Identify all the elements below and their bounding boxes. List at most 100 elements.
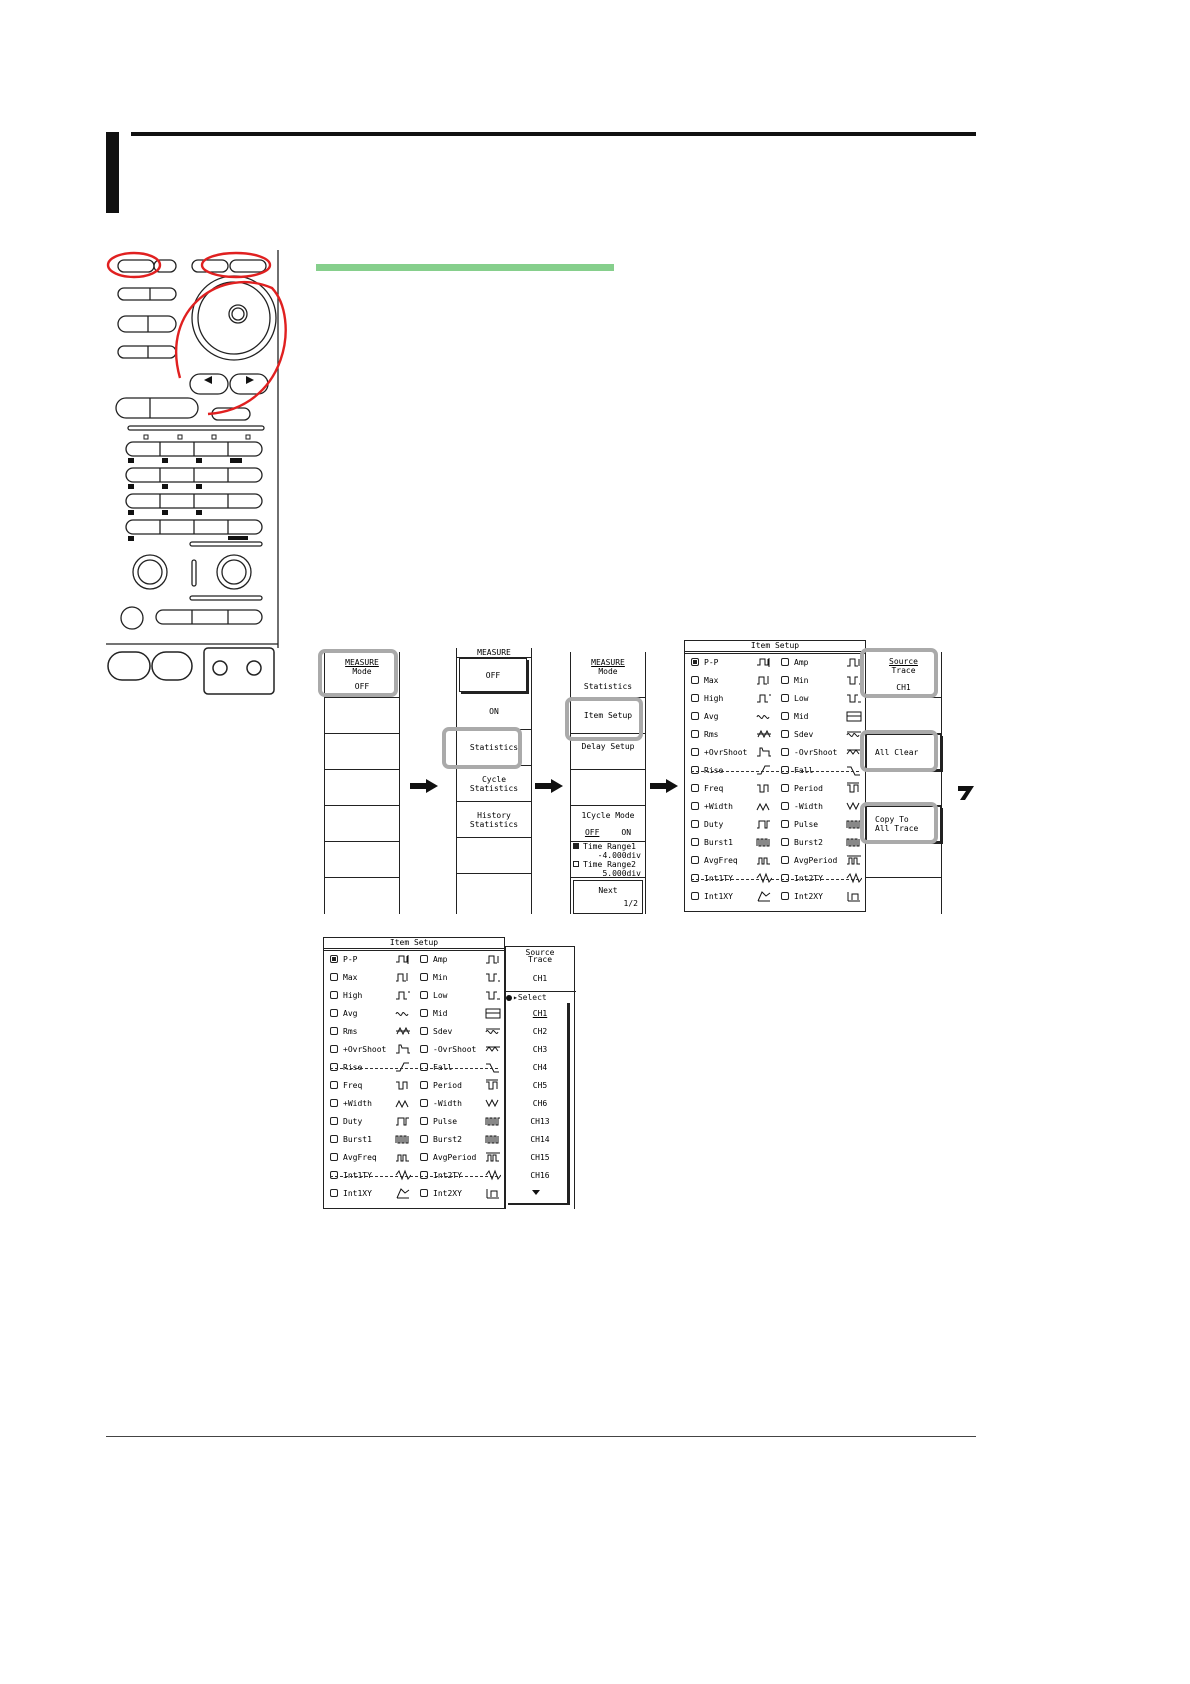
- measure-item-right[interactable]: Int2TY: [420, 1168, 501, 1182]
- item-checkbox[interactable]: [691, 658, 699, 666]
- item-checkbox[interactable]: [781, 892, 789, 900]
- measure-item-left[interactable]: Int1XY: [691, 889, 772, 903]
- measure-item-right[interactable]: Mid: [420, 1006, 501, 1020]
- measure-item-left[interactable]: Burst1: [330, 1132, 411, 1146]
- item-checkbox[interactable]: [781, 820, 789, 828]
- softkey-blank-3[interactable]: [325, 734, 399, 770]
- measure-item-left[interactable]: P-P: [691, 655, 772, 669]
- measure-item-right[interactable]: Fall: [781, 763, 862, 777]
- item-checkbox[interactable]: [781, 748, 789, 756]
- channel-option[interactable]: CH13: [530, 1117, 550, 1126]
- softkey-time-range[interactable]: Time Range1 -4.000div Time Range2 5.000d…: [571, 842, 645, 878]
- softkey-blank[interactable]: [866, 698, 941, 734]
- item-checkbox[interactable]: [330, 1153, 338, 1161]
- measure-item-left[interactable]: P-P: [330, 952, 411, 966]
- item-checkbox[interactable]: [330, 1063, 338, 1071]
- option-on[interactable]: ON: [457, 694, 531, 730]
- item-checkbox[interactable]: [420, 1027, 428, 1035]
- item-checkbox[interactable]: [420, 1171, 428, 1179]
- measure-item-left[interactable]: Freq: [330, 1078, 411, 1092]
- measure-item-left[interactable]: Freq: [691, 781, 772, 795]
- measure-item-left[interactable]: High: [330, 988, 411, 1002]
- item-checkbox[interactable]: [781, 838, 789, 846]
- item-checkbox[interactable]: [691, 820, 699, 828]
- measure-item-left[interactable]: Burst1: [691, 835, 772, 849]
- measure-item-right[interactable]: AvgPeriod: [420, 1150, 501, 1164]
- item-checkbox[interactable]: [330, 1099, 338, 1107]
- measure-item-left[interactable]: +Width: [691, 799, 772, 813]
- measure-item-right[interactable]: Min: [420, 970, 501, 984]
- one-cycle-off[interactable]: OFF: [584, 827, 600, 837]
- item-checkbox[interactable]: [330, 1009, 338, 1017]
- channel-option[interactable]: CH14: [530, 1135, 550, 1144]
- item-checkbox[interactable]: [330, 1117, 338, 1125]
- channel-option[interactable]: CH16: [530, 1171, 550, 1180]
- measure-item-right[interactable]: Period: [781, 781, 862, 795]
- channel-option[interactable]: CH3: [532, 1045, 548, 1054]
- item-checkbox[interactable]: [420, 1045, 428, 1053]
- item-checkbox[interactable]: [330, 1189, 338, 1197]
- item-checkbox[interactable]: [781, 802, 789, 810]
- scroll-down-icon[interactable]: [532, 1190, 540, 1196]
- measure-item-right[interactable]: Amp: [781, 655, 862, 669]
- item-checkbox[interactable]: [691, 802, 699, 810]
- item-checkbox[interactable]: [781, 658, 789, 666]
- measure-item-right[interactable]: Pulse: [781, 817, 862, 831]
- option-cycle-statistics[interactable]: Cycle Statistics: [457, 766, 531, 802]
- item-checkbox[interactable]: [420, 1063, 428, 1071]
- item-checkbox[interactable]: [691, 748, 699, 756]
- channel-option[interactable]: CH2: [532, 1027, 548, 1036]
- measure-item-left[interactable]: Duty: [691, 817, 772, 831]
- item-checkbox[interactable]: [691, 784, 699, 792]
- measure-item-left[interactable]: AvgFreq: [330, 1150, 411, 1164]
- measure-item-left[interactable]: Avg: [691, 709, 772, 723]
- item-checkbox[interactable]: [781, 694, 789, 702]
- item-checkbox[interactable]: [330, 991, 338, 999]
- item-checkbox[interactable]: [330, 973, 338, 981]
- softkey-blank[interactable]: [866, 770, 941, 806]
- item-checkbox[interactable]: [330, 1171, 338, 1179]
- item-checkbox[interactable]: [781, 874, 789, 882]
- item-checkbox[interactable]: [420, 1099, 428, 1107]
- measure-item-left[interactable]: Int1TY: [691, 871, 772, 885]
- item-checkbox[interactable]: [420, 991, 428, 999]
- channel-option[interactable]: CH15: [530, 1153, 550, 1162]
- channel-option[interactable]: CH1: [532, 1009, 548, 1018]
- measure-item-left[interactable]: +OvrShoot: [691, 745, 772, 759]
- softkey-blank-2[interactable]: [325, 698, 399, 734]
- measure-item-right[interactable]: Low: [420, 988, 501, 1002]
- item-checkbox[interactable]: [691, 766, 699, 774]
- one-cycle-on[interactable]: ON: [621, 827, 632, 837]
- softkey-blank-6[interactable]: [325, 842, 399, 878]
- measure-item-right[interactable]: Burst2: [781, 835, 862, 849]
- channel-option[interactable]: CH6: [532, 1099, 548, 1108]
- channel-option[interactable]: CH5: [532, 1081, 548, 1090]
- measure-item-left[interactable]: Max: [691, 673, 772, 687]
- item-checkbox[interactable]: [420, 1135, 428, 1143]
- item-checkbox[interactable]: [420, 1009, 428, 1017]
- measure-item-left[interactable]: Max: [330, 970, 411, 984]
- item-checkbox[interactable]: [691, 892, 699, 900]
- item-checkbox[interactable]: [691, 676, 699, 684]
- softkey-blank-5[interactable]: [325, 806, 399, 842]
- item-checkbox[interactable]: [420, 1081, 428, 1089]
- measure-item-left[interactable]: Int1XY: [330, 1186, 411, 1200]
- option-history-statistics[interactable]: History Statistics: [457, 802, 531, 838]
- item-checkbox[interactable]: [691, 694, 699, 702]
- item-checkbox[interactable]: [781, 712, 789, 720]
- item-checkbox[interactable]: [691, 874, 699, 882]
- item-checkbox[interactable]: [330, 1027, 338, 1035]
- item-checkbox[interactable]: [691, 712, 699, 720]
- item-checkbox[interactable]: [691, 838, 699, 846]
- softkey-delay-setup[interactable]: Delay Setup: [571, 734, 645, 770]
- item-checkbox[interactable]: [330, 1081, 338, 1089]
- item-checkbox[interactable]: [420, 955, 428, 963]
- option-off[interactable]: OFF: [459, 658, 527, 692]
- measure-item-right[interactable]: Int2TY: [781, 871, 862, 885]
- item-checkbox[interactable]: [691, 730, 699, 738]
- measure-item-right[interactable]: Fall: [420, 1060, 501, 1074]
- measure-item-right[interactable]: Min: [781, 673, 862, 687]
- softkey-blank-4[interactable]: [325, 770, 399, 806]
- item-checkbox[interactable]: [781, 766, 789, 774]
- item-checkbox[interactable]: [781, 784, 789, 792]
